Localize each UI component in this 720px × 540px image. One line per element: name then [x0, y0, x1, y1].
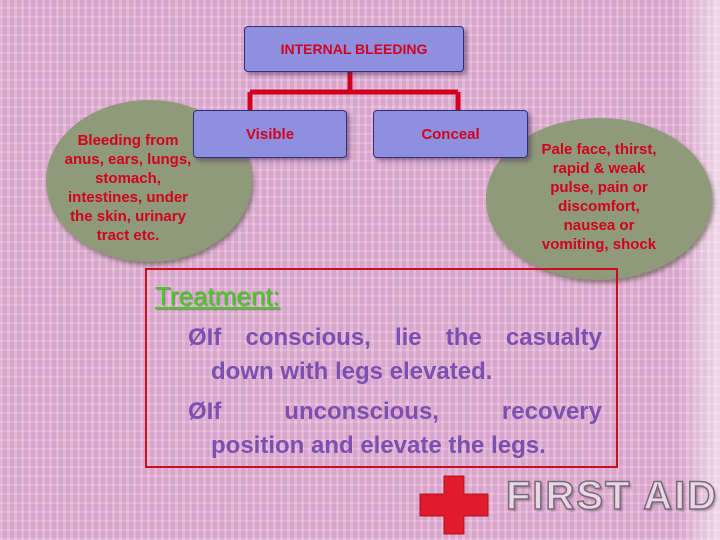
first-aid-logo-text: FIRST AID	[505, 473, 719, 519]
bubble-line: intestines, under	[67, 189, 189, 206]
conceal-box: Conceal	[373, 110, 528, 158]
background-edge-shade	[680, 0, 720, 540]
bubble-line: Pale face, thirst,	[541, 141, 657, 158]
bullet-arrow-icon: Ø	[188, 398, 207, 425]
bullet-text: If unconscious, recovery	[206, 398, 602, 425]
bubble-line: Bleeding from	[77, 132, 179, 149]
bullet-line: ØIf conscious, lie the casualty	[188, 321, 602, 355]
red-cross-icon	[419, 475, 489, 535]
bubble-line: stomach,	[95, 170, 161, 187]
bubble-line: the skin, urinary	[70, 208, 186, 225]
bubble-line: rapid & weak	[552, 160, 646, 177]
bubble-line: vomiting, shock	[541, 236, 657, 253]
internal-bleeding-box: INTERNAL BLEEDING	[244, 26, 464, 72]
visible-signs-bubble: Bleeding from anus, ears, lungs, stomach…	[46, 100, 252, 262]
bubble-line: tract etc.	[96, 227, 160, 244]
bullet-text-continued: down with legs elevated.	[211, 358, 493, 385]
bullet-line: ØIf unconscious, recovery	[188, 395, 602, 429]
bubble-line: nausea or	[563, 217, 635, 234]
bubble-line: anus, ears, lungs,	[64, 151, 192, 168]
treatment-frame	[145, 268, 618, 468]
treatment-bullet: ØIf unconscious, recovery position and e…	[188, 395, 602, 463]
bubble-line: discomfort,	[558, 198, 640, 215]
treatment-bullet: ØIf conscious, lie the casualty down wit…	[188, 321, 602, 389]
bullet-text: If conscious, lie the casualty	[206, 324, 602, 351]
bubble-line: pulse, pain or	[550, 179, 648, 196]
treatment-title: Treatment:	[155, 281, 280, 311]
tree-connector	[247, 70, 461, 110]
visible-box: Visible	[193, 110, 347, 158]
bullet-arrow-icon: Ø	[188, 324, 207, 351]
bullet-text-continued: position and elevate the legs.	[211, 432, 546, 459]
